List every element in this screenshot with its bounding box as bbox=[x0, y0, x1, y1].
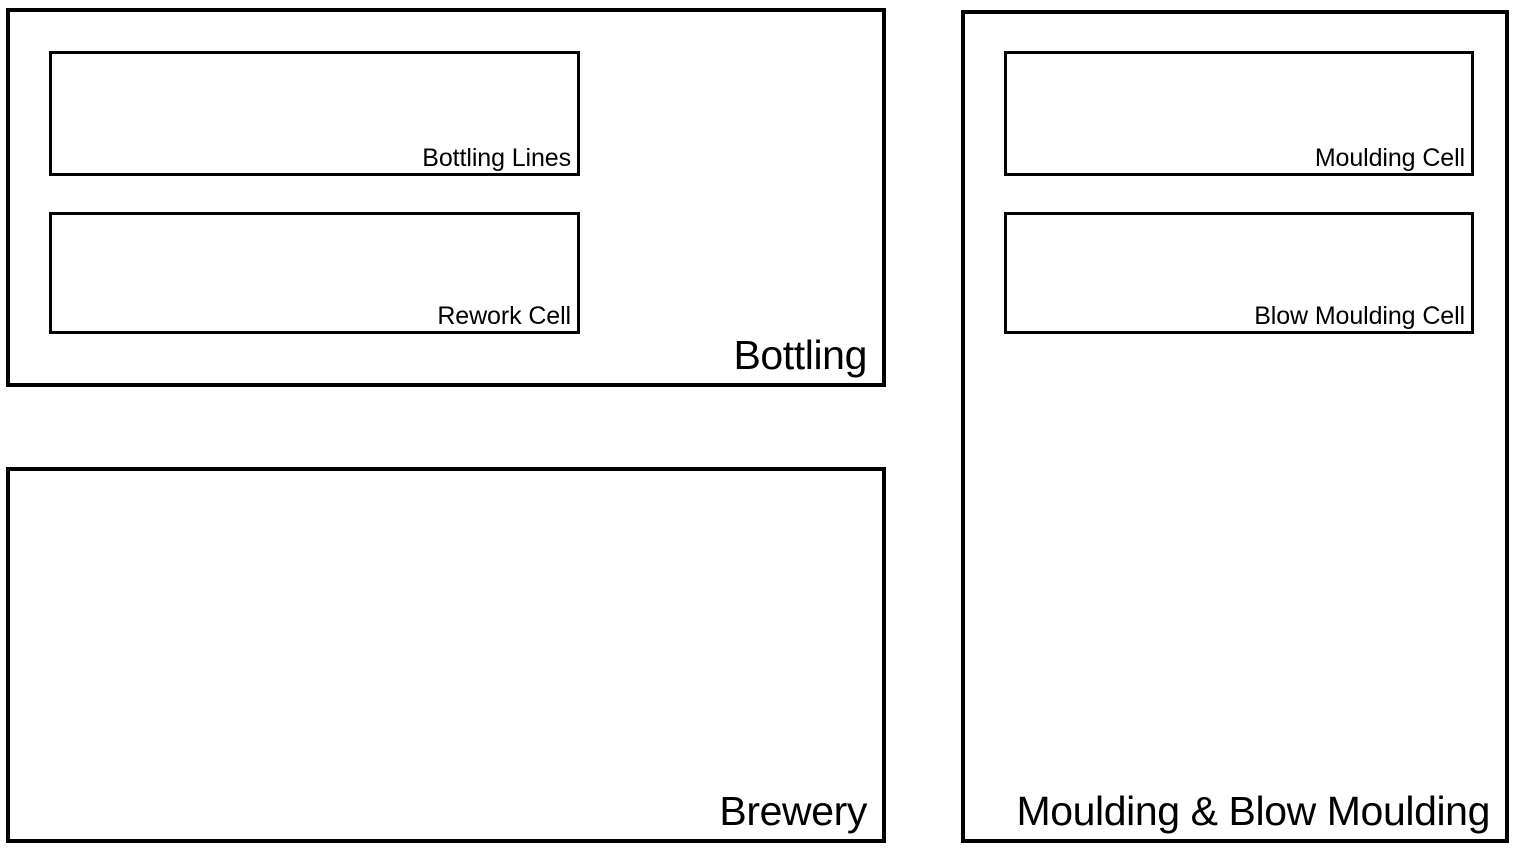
cell-bottling-lines[interactable]: Bottling Lines bbox=[49, 51, 580, 176]
cell-rework[interactable]: Rework Cell bbox=[49, 212, 580, 334]
zone-brewery-label: Brewery bbox=[719, 787, 867, 834]
zone-bottling[interactable]: Bottling Lines Rework Cell Bottling bbox=[6, 8, 886, 387]
cell-moulding-label: Moulding Cell bbox=[1314, 143, 1465, 172]
zone-moulding-and-blow-moulding-label: Moulding & Blow Moulding bbox=[1016, 787, 1490, 834]
cell-moulding[interactable]: Moulding Cell bbox=[1004, 51, 1474, 176]
zone-bottling-label: Bottling bbox=[733, 331, 867, 378]
zone-brewery[interactable]: Brewery bbox=[6, 467, 886, 843]
cell-rework-label: Rework Cell bbox=[437, 301, 571, 330]
cell-bottling-lines-label: Bottling Lines bbox=[422, 143, 571, 172]
cell-blow-moulding-label: Blow Moulding Cell bbox=[1254, 301, 1465, 330]
zone-moulding-and-blow-moulding[interactable]: Moulding Cell Blow Moulding Cell Mouldin… bbox=[961, 10, 1509, 843]
cell-blow-moulding[interactable]: Blow Moulding Cell bbox=[1004, 212, 1474, 334]
